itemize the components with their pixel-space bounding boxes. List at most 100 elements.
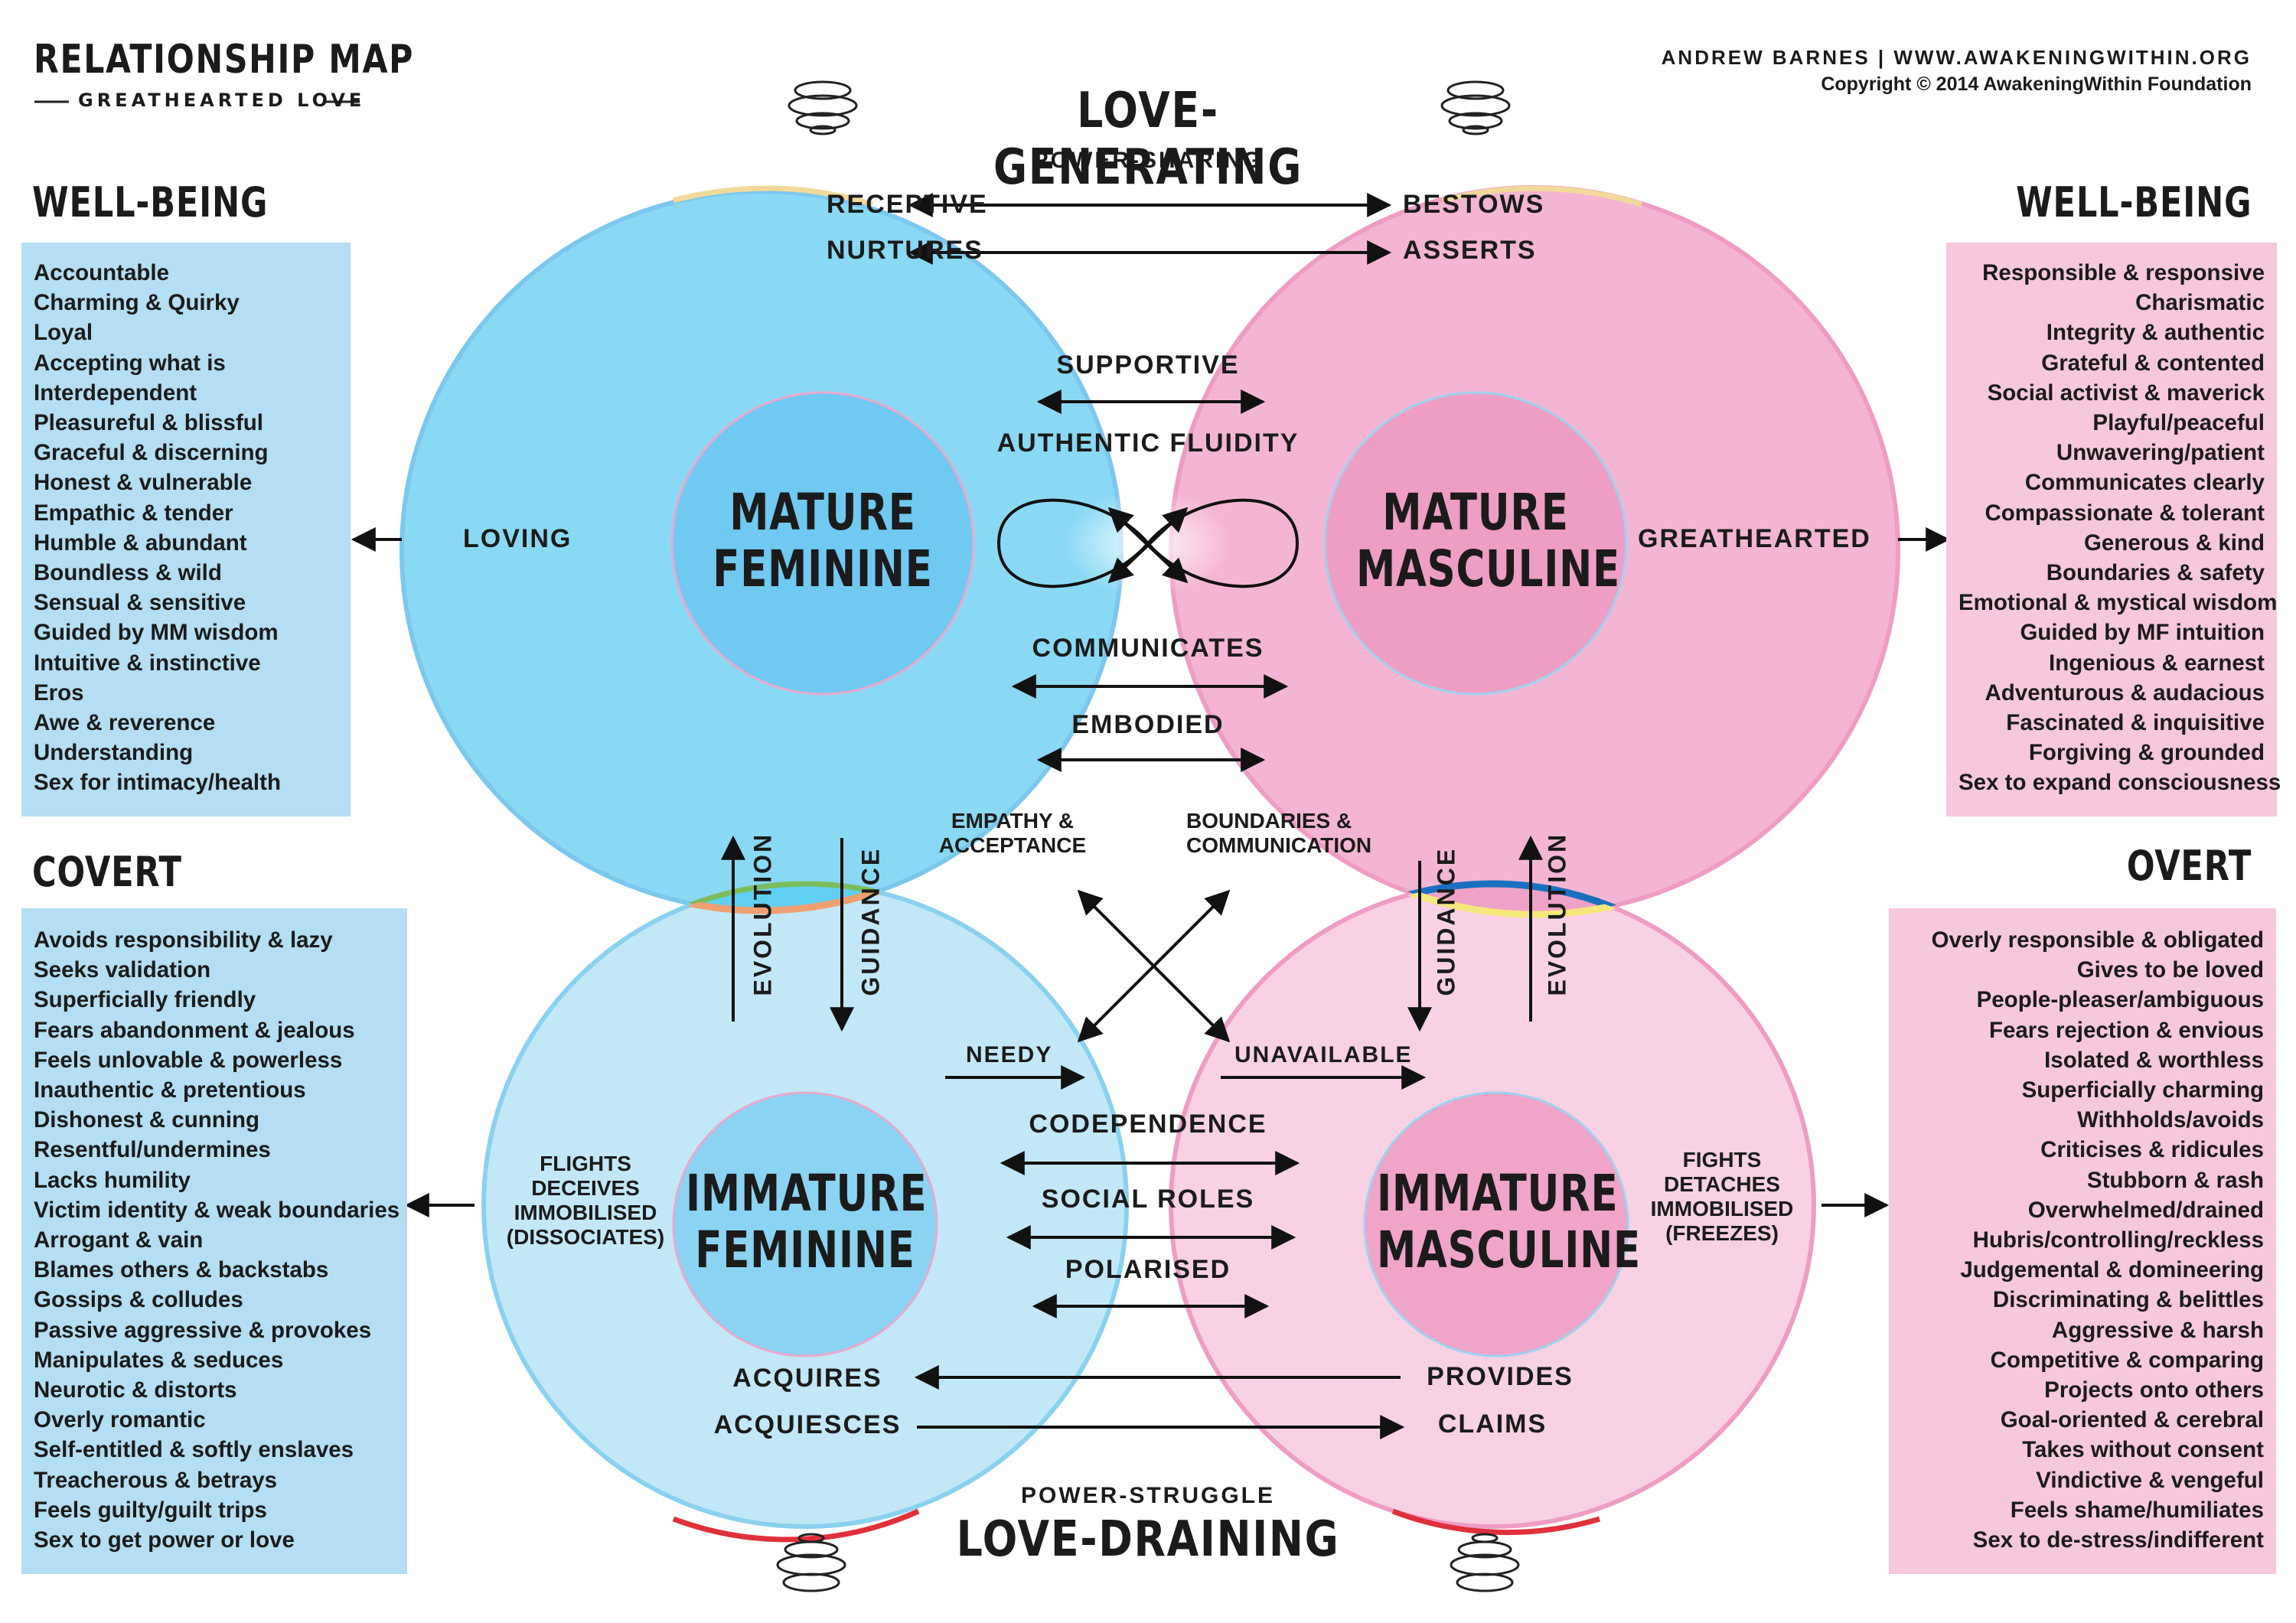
top-subtitle: POWER-SHARING — [1032, 148, 1264, 173]
list-item: Social activist & maverick — [1987, 380, 2265, 406]
list-item: Vindictive & vengeful — [2036, 1467, 2264, 1493]
list-item: Judgemental & domineering — [1960, 1257, 2264, 1283]
list-item: Competitive & comparing — [1990, 1347, 2264, 1373]
list-item: Isolated & worthless — [2044, 1047, 2264, 1073]
feminine-overlap — [481, 881, 1121, 911]
list-item: Playful/peaceful — [2092, 410, 2265, 436]
list-item: Graceful & discerning — [34, 440, 269, 466]
nurtures-label: NURTURES — [827, 236, 983, 265]
list-item: Charming & Quirky — [34, 290, 240, 316]
list-item: Awe & reverence — [34, 710, 216, 736]
mature-masculine-label: MATURE MASCULINE — [1356, 483, 1620, 598]
list-item: Boundaries & safety — [2046, 560, 2265, 586]
list-item: Emotional & mystical wisdom — [1958, 590, 2278, 616]
list-item: Manipulates & seduces — [34, 1347, 284, 1373]
list-item: Seeks validation — [34, 957, 211, 983]
covert-list: Avoids responsibility & lazy Seeks valid… — [21, 908, 407, 1574]
list-item: Fears abandonment & jealous — [34, 1017, 355, 1043]
authentic-fluidity-label: AUTHENTIC FLUIDITY — [996, 429, 1300, 458]
list-item: Arrogant & vain — [34, 1227, 204, 1253]
spiral-icon-top-right — [1440, 80, 1511, 135]
list-item: Victim identity & weak boundaries — [34, 1197, 400, 1223]
supportive-label: SUPPORTIVE — [1056, 350, 1240, 380]
list-item: Gossips & colludes — [34, 1287, 243, 1313]
list-item: Generous & kind — [2083, 530, 2265, 556]
bottom-subtitle: POWER-STRUGGLE — [1021, 1483, 1275, 1508]
list-item: Avoids responsibility & lazy — [34, 927, 333, 953]
masculine-overlap — [1171, 880, 1818, 914]
list-item: Superficially friendly — [34, 987, 256, 1013]
list-item: Blames others & backstabs — [34, 1257, 329, 1283]
list-item: Empathic & tender — [34, 500, 233, 526]
mature-feminine-label: MATURE FEMININE — [713, 483, 933, 598]
acquiesces-label: ACQUIESCES — [713, 1410, 902, 1439]
list-item: Boundless & wild — [34, 560, 222, 586]
embodied-label: EMBODIED — [1071, 710, 1225, 739]
acquires-label: ACQUIRES — [732, 1364, 882, 1393]
list-item: Guided by MF intuition — [2020, 620, 2265, 646]
evolution-right-label: EVOLUTION — [1543, 832, 1571, 996]
list-item: Sex for intimacy/health — [34, 770, 281, 796]
needy-label: NEEDY — [966, 1042, 1053, 1067]
list-item: Forgiving & grounded — [2028, 740, 2265, 766]
greathearted-label: GREATHEARTED — [1638, 524, 1871, 553]
social-roles-label: SOCIAL ROLES — [1041, 1185, 1255, 1214]
spiral-icon-top-left — [788, 80, 858, 135]
list-item: Sex to get power or love — [34, 1527, 295, 1553]
list-item: Guided by MM wisdom — [34, 620, 279, 646]
overt-list: Overly responsible & obligated Gives to … — [1889, 908, 2276, 1574]
list-item: Feels shame/humiliates — [2010, 1497, 2264, 1523]
list-item: Goal-oriented & cerebral — [2000, 1407, 2264, 1433]
list-item: Sex to de-stress/indifferent — [1972, 1527, 2264, 1553]
immature-feminine-inner-circle — [672, 1091, 938, 1357]
unavailable-label: UNAVAILABLE — [1234, 1042, 1413, 1067]
page-title: RELATIONSHIP MAP — [34, 37, 414, 83]
list-item: People-pleaser/ambiguous — [1976, 987, 2264, 1013]
list-item: Sensual & sensitive — [34, 590, 246, 616]
list-item: Adventurous & audacious — [1985, 680, 2265, 706]
list-item: Charismatic — [2135, 290, 2265, 316]
list-item: Hubris/controlling/reckless — [1972, 1227, 2264, 1253]
list-item: Understanding — [34, 740, 194, 766]
wellbeing-feminine-list: Accountable Charming & Quirky Loyal Acce… — [21, 243, 351, 816]
communicates-label: COMMUNICATES — [1032, 634, 1264, 663]
immature-feminine-label: IMMATURE FEMININE — [686, 1164, 928, 1279]
list-item: Withholds/avoids — [2077, 1107, 2264, 1133]
mature-feminine-inner-circle — [670, 391, 975, 696]
list-item: Unwavering/patient — [2056, 440, 2265, 466]
receptive-label: RECEPTIVE — [827, 190, 988, 219]
list-item: Grateful & contented — [2041, 350, 2265, 376]
fights-label: FIGHTS DETACHES IMMOBILISED (FREEZES) — [1650, 1148, 1794, 1245]
list-item: Takes without consent — [2022, 1437, 2264, 1463]
list-item: Inauthentic & pretentious — [34, 1077, 306, 1103]
author-credit: ANDREW BARNES | WWW.AWAKENINGWITHIN.ORG — [1661, 46, 2252, 69]
spiral-icon-bottom-right — [1450, 1533, 1520, 1592]
page-subtitle: GREATHEARTED LOVE — [78, 90, 366, 111]
polarised-label: POLARISED — [1065, 1255, 1231, 1284]
mature-masculine-inner-circle — [1323, 391, 1628, 696]
bottom-title: LOVE-DRAINING — [956, 1511, 1340, 1568]
immature-masculine-inner-circle — [1363, 1091, 1629, 1357]
list-item: Eros — [34, 680, 84, 706]
list-item: Aggressive & harsh — [2051, 1317, 2264, 1343]
bestows-label: BESTOWS — [1403, 190, 1545, 219]
right-top-heading: WELL-BEING — [2015, 178, 2252, 227]
asserts-label: ASSERTS — [1403, 236, 1537, 265]
right-bottom-heading: OVERT — [2126, 842, 2252, 890]
list-item: Interdependent — [34, 380, 197, 406]
provides-label: PROVIDES — [1427, 1362, 1574, 1391]
list-item: Gives to be loved — [2076, 957, 2264, 983]
flights-label: FLIGHTS DECEIVES IMMOBILISED (DISSOCIATE… — [506, 1152, 665, 1249]
list-item: Compassionate & tolerant — [1985, 500, 2265, 526]
list-item: Superficially charming — [2021, 1077, 2264, 1103]
copyright: Copyright © 2014 AwakeningWithin Foundat… — [1821, 73, 2252, 95]
left-top-heading: WELL-BEING — [32, 178, 269, 227]
list-item: Communicates clearly — [2024, 470, 2265, 496]
list-item: Self-entitled & softly enslaves — [34, 1437, 354, 1463]
codependence-label: CODEPENDENCE — [1029, 1110, 1267, 1139]
list-item: Sex to expand consciousness — [1958, 770, 2281, 796]
list-item: Fascinated & inquisitive — [2006, 710, 2265, 736]
list-item: Loyal — [34, 320, 93, 346]
claims-label: CLAIMS — [1437, 1410, 1548, 1439]
